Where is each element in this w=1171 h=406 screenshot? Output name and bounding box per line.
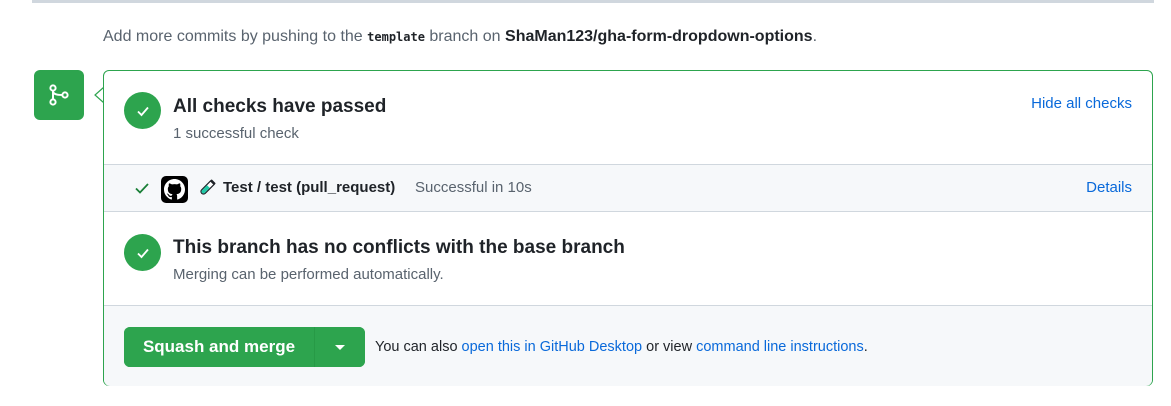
hide-all-checks-link[interactable]: Hide all checks xyxy=(1031,95,1132,112)
conflicts-subtitle: Merging can be performed automatically. xyxy=(173,266,444,283)
beaker-icon xyxy=(200,179,216,195)
git-branch-icon xyxy=(49,84,69,106)
merge-actions: Squash and merge You can also open this … xyxy=(104,305,1152,386)
success-circle-icon xyxy=(124,92,161,129)
conflicts-status: This branch has no conflicts with the ba… xyxy=(104,212,1152,305)
check-run-row: Test / test (pull_request) Successful in… xyxy=(104,164,1152,212)
checks-subtitle: 1 successful check xyxy=(173,125,299,142)
merge-box: All checks have passed 1 successful chec… xyxy=(103,70,1153,386)
checks-title: All checks have passed xyxy=(173,96,387,117)
push-note-prefix: Add more commits by pushing to the xyxy=(103,28,363,45)
command-line-instructions-link[interactable]: command line instructions xyxy=(696,339,864,355)
squash-and-merge-button[interactable]: Squash and merge xyxy=(124,327,314,367)
branch-name: template xyxy=(367,30,425,44)
merge-button-group: Squash and merge xyxy=(124,327,365,367)
check-icon xyxy=(135,183,149,194)
note-middle: or view xyxy=(646,339,693,355)
git-merge-badge xyxy=(34,70,84,120)
checks-summary: All checks have passed 1 successful chec… xyxy=(104,71,1152,164)
panel-pointer xyxy=(94,87,105,103)
check-run-details-link[interactable]: Details xyxy=(1086,179,1132,196)
open-in-github-desktop-link[interactable]: open this in GitHub Desktop xyxy=(461,339,643,355)
check-run-status: Successful in 10s xyxy=(415,179,532,196)
timeline-divider xyxy=(32,0,1154,3)
push-note: Add more commits by pushing to the templ… xyxy=(103,28,817,46)
push-note-middle: branch on xyxy=(429,28,501,45)
push-note-suffix: . xyxy=(812,28,818,45)
github-icon xyxy=(161,176,188,203)
merge-alternatives-note: You can also open this in GitHub Desktop… xyxy=(375,339,868,355)
caret-down-icon xyxy=(335,344,345,350)
note-prefix: You can also xyxy=(375,339,458,355)
repo-name: ShaMan123/gha-form-dropdown-options xyxy=(505,28,813,45)
success-circle-icon xyxy=(124,234,161,271)
merge-method-dropdown-button[interactable] xyxy=(314,327,365,367)
check-run-name: Test / test (pull_request) xyxy=(223,179,396,196)
conflicts-title: This branch has no conflicts with the ba… xyxy=(173,237,625,258)
note-suffix: . xyxy=(863,339,868,355)
